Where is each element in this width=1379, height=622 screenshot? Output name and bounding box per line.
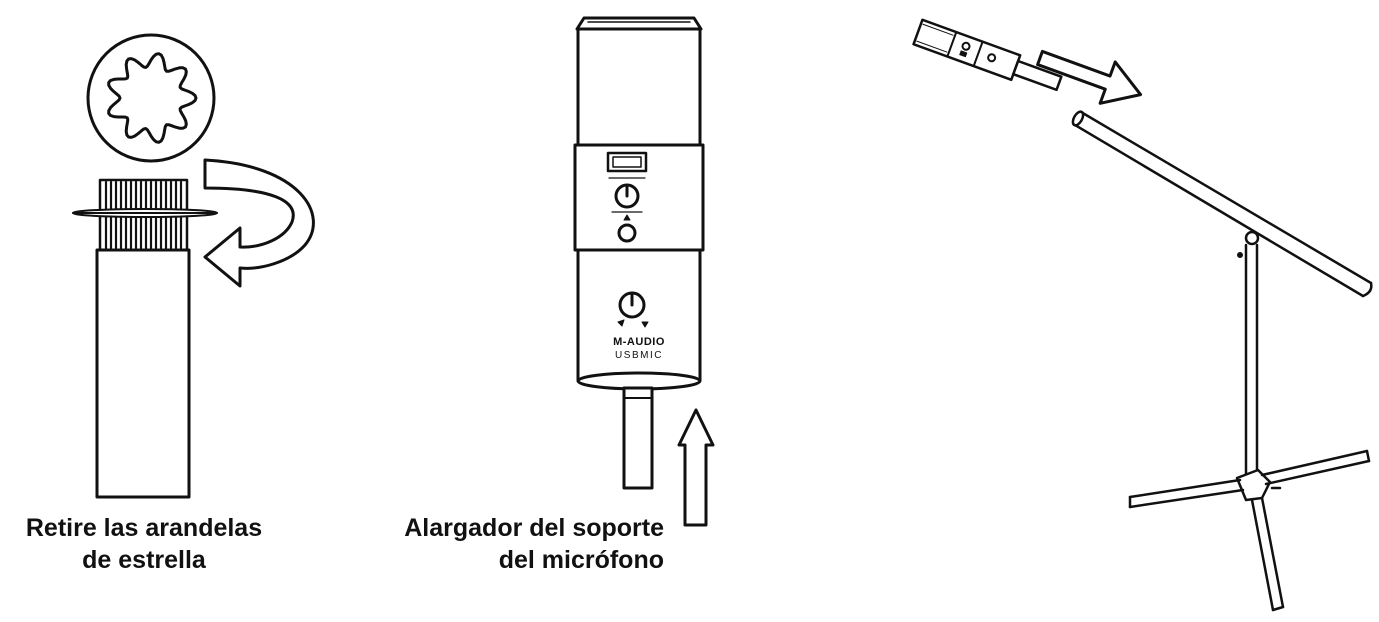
caption-line: de estrella	[82, 546, 206, 574]
caption-line: Retire las arandelas	[25, 514, 263, 542]
star-washer-icon	[86, 33, 216, 163]
stand-tube-icon	[95, 248, 191, 499]
panel-remove-star-washers	[72, 33, 315, 499]
panel-mic-stand-extender	[573, 16, 715, 527]
diagonal-arrow-icon	[1036, 49, 1143, 105]
mic-model-label: USBMIC	[615, 350, 663, 361]
mic-upper-body-icon	[576, 27, 702, 147]
mic-brand-label: M-AUDIO	[613, 336, 665, 348]
mic-display-icon	[606, 151, 648, 173]
caption-remove-star-washers: Retire las arandelas de estrella	[0, 512, 288, 576]
mic-top-cap-icon	[575, 16, 703, 31]
caption-line: Alargador del soporte	[404, 514, 664, 542]
rotate-arrow-icon	[203, 158, 315, 288]
boom-joint-icon	[1244, 230, 1260, 246]
boom-arm-icon	[1071, 110, 1373, 298]
threaded-mount-icon	[72, 178, 218, 252]
stand-pole-icon	[1244, 243, 1259, 480]
tripod-base-icon	[1128, 449, 1371, 612]
stand-extender-rod-icon	[622, 386, 654, 490]
up-arrow-icon	[677, 408, 715, 527]
small-mic-icon	[912, 18, 1063, 92]
panel-mount-on-boom-stand	[912, 18, 1373, 612]
caption-mic-stand-extender: Alargador del soporte del micrófono	[370, 512, 664, 576]
mic-button-icon	[617, 223, 637, 243]
caption-line: del micrófono	[498, 546, 664, 574]
